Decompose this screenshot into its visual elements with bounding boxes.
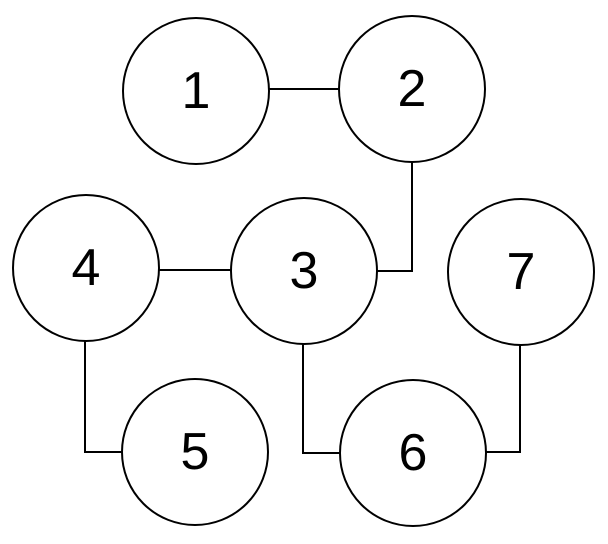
edge-2-3 <box>377 162 413 272</box>
node-circle-6 <box>339 379 487 527</box>
node-circle-4 <box>12 194 160 342</box>
node-2: 2 <box>338 15 486 163</box>
edge-3-6 <box>302 344 340 454</box>
node-circle-1 <box>122 17 270 165</box>
node-label-5: 5 <box>181 423 210 481</box>
node-circle-2 <box>338 15 486 163</box>
node-6: 6 <box>339 379 487 527</box>
node-4: 4 <box>12 194 160 342</box>
edge-7-6 <box>486 345 521 453</box>
node-label-2: 2 <box>398 60 427 118</box>
node-label-4: 4 <box>72 239 101 297</box>
node-label-6: 6 <box>399 424 428 482</box>
node-circle-5 <box>121 378 269 526</box>
node-3: 3 <box>230 197 378 345</box>
node-5: 5 <box>121 378 269 526</box>
node-label-3: 3 <box>290 242 319 300</box>
node-7: 7 <box>447 198 595 346</box>
node-label-7: 7 <box>507 243 536 301</box>
node-circle-3 <box>230 197 378 345</box>
node-label-1: 1 <box>182 62 211 120</box>
edge-4-5 <box>84 341 122 453</box>
node-circle-7 <box>447 198 595 346</box>
node-1: 1 <box>122 17 270 165</box>
